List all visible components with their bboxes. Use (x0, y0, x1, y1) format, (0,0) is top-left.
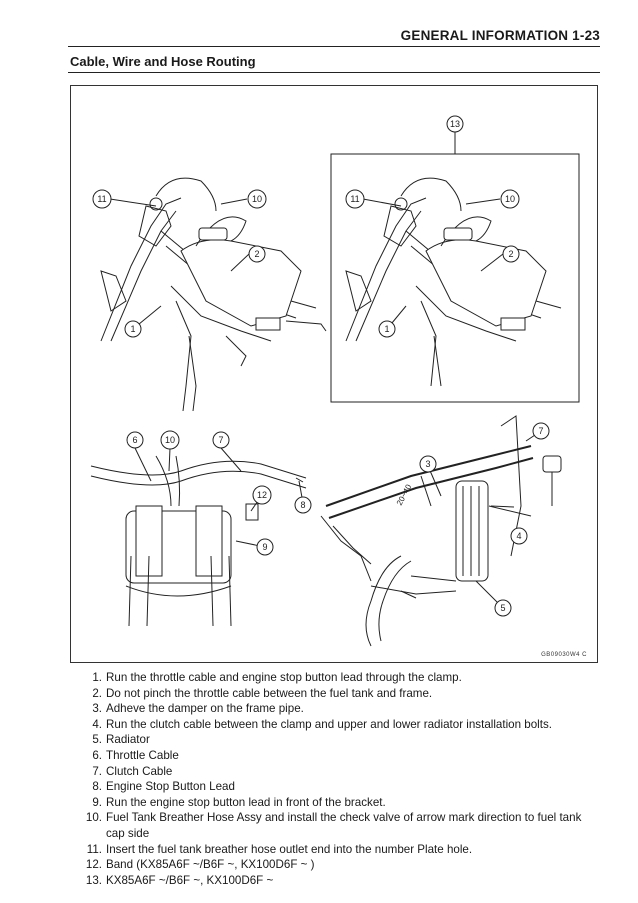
callout-7 (212, 431, 230, 449)
notes-list: 1. Run the throttle cable and engine stop… (74, 670, 600, 888)
callout-5-label: 5 (500, 603, 505, 613)
view-top-right (345, 177, 562, 387)
callout-2-label: 2 (254, 249, 259, 259)
view-bottom-right (320, 415, 562, 647)
section-rule (68, 72, 600, 73)
note-item: 12. Band (KX85A6F ~/B6F ~, KX100D6F ~ ) (74, 857, 600, 873)
note-item: 8. Engine Stop Button Lead (74, 779, 600, 795)
view-top-left (100, 177, 327, 412)
note-number: 1. (92, 671, 102, 684)
note-item: 11. Insert the fuel tank breather hose ou… (74, 842, 600, 858)
callout-2 (248, 245, 266, 263)
note-text: Do not pinch the throttle cable between … (106, 686, 433, 700)
callout-2b (502, 245, 520, 263)
note-number: 3. (92, 702, 102, 716)
note-number: 9. (92, 795, 102, 809)
callout-10 (247, 189, 267, 209)
note-item: 2. Do not pinch the throttle cable betwee… (74, 686, 600, 702)
note-number: 5. (92, 733, 102, 747)
callout-11 (92, 189, 112, 209)
note-number: 13. (85, 873, 102, 887)
note-item: 4. Run the clutch cable between the clamp… (74, 717, 600, 733)
callout-10b-label: 10 (505, 194, 515, 204)
callout-12-label: 12 (257, 490, 267, 500)
callout-8 (294, 496, 312, 514)
callout-11-label: 11 (97, 194, 106, 204)
routing-diagram: 11 10 2 1 13 11 10 2 1 6 10 7 12 8 9 7 3… (90, 115, 580, 647)
note-item: 1. Run the throttle cable and engine stop… (74, 670, 600, 686)
view-bottom-left (90, 455, 307, 627)
note-text: Clutch Cable (106, 764, 173, 778)
note-text: Engine Stop Button Lead (106, 780, 235, 794)
note-item: 5. Radiator (74, 732, 600, 748)
note-number: 10. (85, 811, 102, 825)
note-number: 12. (85, 858, 102, 872)
note-text: Insert the fuel tank breather hose outle… (106, 842, 473, 856)
callout-5 (494, 599, 512, 617)
callout-13 (446, 115, 464, 133)
note-number: 7. (92, 764, 102, 778)
note-text: Run the engine stop button lead in front… (106, 795, 386, 809)
callout-1 (124, 320, 142, 338)
note-item: 3. Adheve the damper on the frame pipe. (74, 701, 600, 717)
callout-9-label: 9 (262, 542, 267, 552)
callout-3-label: 3 (425, 459, 430, 469)
callout-4 (510, 527, 528, 545)
callout-11b-label: 11 (350, 194, 359, 204)
figure-code: GB09030W4 C (541, 652, 587, 658)
callout-11b (345, 189, 365, 209)
note-number: 4. (92, 717, 102, 731)
callout-1-label: 1 (130, 324, 135, 334)
callout-13-label: 13 (450, 119, 460, 129)
note-item: 9. Run the engine stop button lead in fro… (74, 795, 600, 811)
callout-8-label: 8 (300, 500, 305, 510)
callout-1b (378, 320, 396, 338)
callout-10b (500, 189, 520, 209)
note-text: KX85A6F ~/B6F ~, KX100D6F ~ (106, 873, 274, 887)
note-number: 8. (92, 780, 102, 794)
callout-6-label: 6 (132, 435, 137, 445)
callout-1b-label: 1 (384, 324, 389, 334)
note-text: Run the clutch cable between the clamp a… (106, 717, 552, 731)
callout-7b (532, 422, 550, 440)
note-text: Adheve the damper on the frame pipe. (106, 702, 304, 716)
note-text: Radiator (106, 733, 150, 747)
note-item: 13. KX85A6F ~/B6F ~, KX100D6F ~ (74, 873, 600, 889)
callout-10-label: 10 (252, 194, 262, 204)
note-text: Band (KX85A6F ~/B6F ~, KX100D6F ~ ) (106, 858, 315, 872)
routing-figure: 11 10 2 1 13 11 10 2 1 6 10 7 12 8 9 7 3… (70, 85, 598, 663)
callout-6 (126, 431, 144, 449)
note-text: Run the throttle cable and engine stop b… (106, 671, 462, 684)
callout-10c-label: 10 (165, 435, 175, 445)
callout-3 (419, 455, 437, 473)
page-header: GENERAL INFORMATION 1-23 (400, 28, 600, 43)
callout-12 (252, 485, 272, 505)
note-text: Fuel Tank Breather Hose Assy and install… (106, 811, 582, 840)
note-item: 10. Fuel Tank Breather Hose Assy and inst… (74, 810, 600, 841)
note-number: 11. (86, 842, 102, 856)
callout-7-label: 7 (218, 435, 223, 445)
note-number: 2. (92, 686, 102, 700)
note-number: 6. (92, 748, 102, 762)
callout-2b-label: 2 (508, 249, 513, 259)
section-title: Cable, Wire and Hose Routing (70, 54, 256, 69)
callout-4-label: 4 (516, 531, 521, 541)
header-rule (68, 46, 600, 47)
note-text: Throttle Cable (106, 748, 179, 762)
note-item: 6. Throttle Cable (74, 748, 600, 764)
note-item: 7. Clutch Cable (74, 764, 600, 780)
callout-10c (160, 430, 180, 450)
callout-9 (256, 538, 274, 556)
callout-7b-label: 7 (538, 426, 543, 436)
